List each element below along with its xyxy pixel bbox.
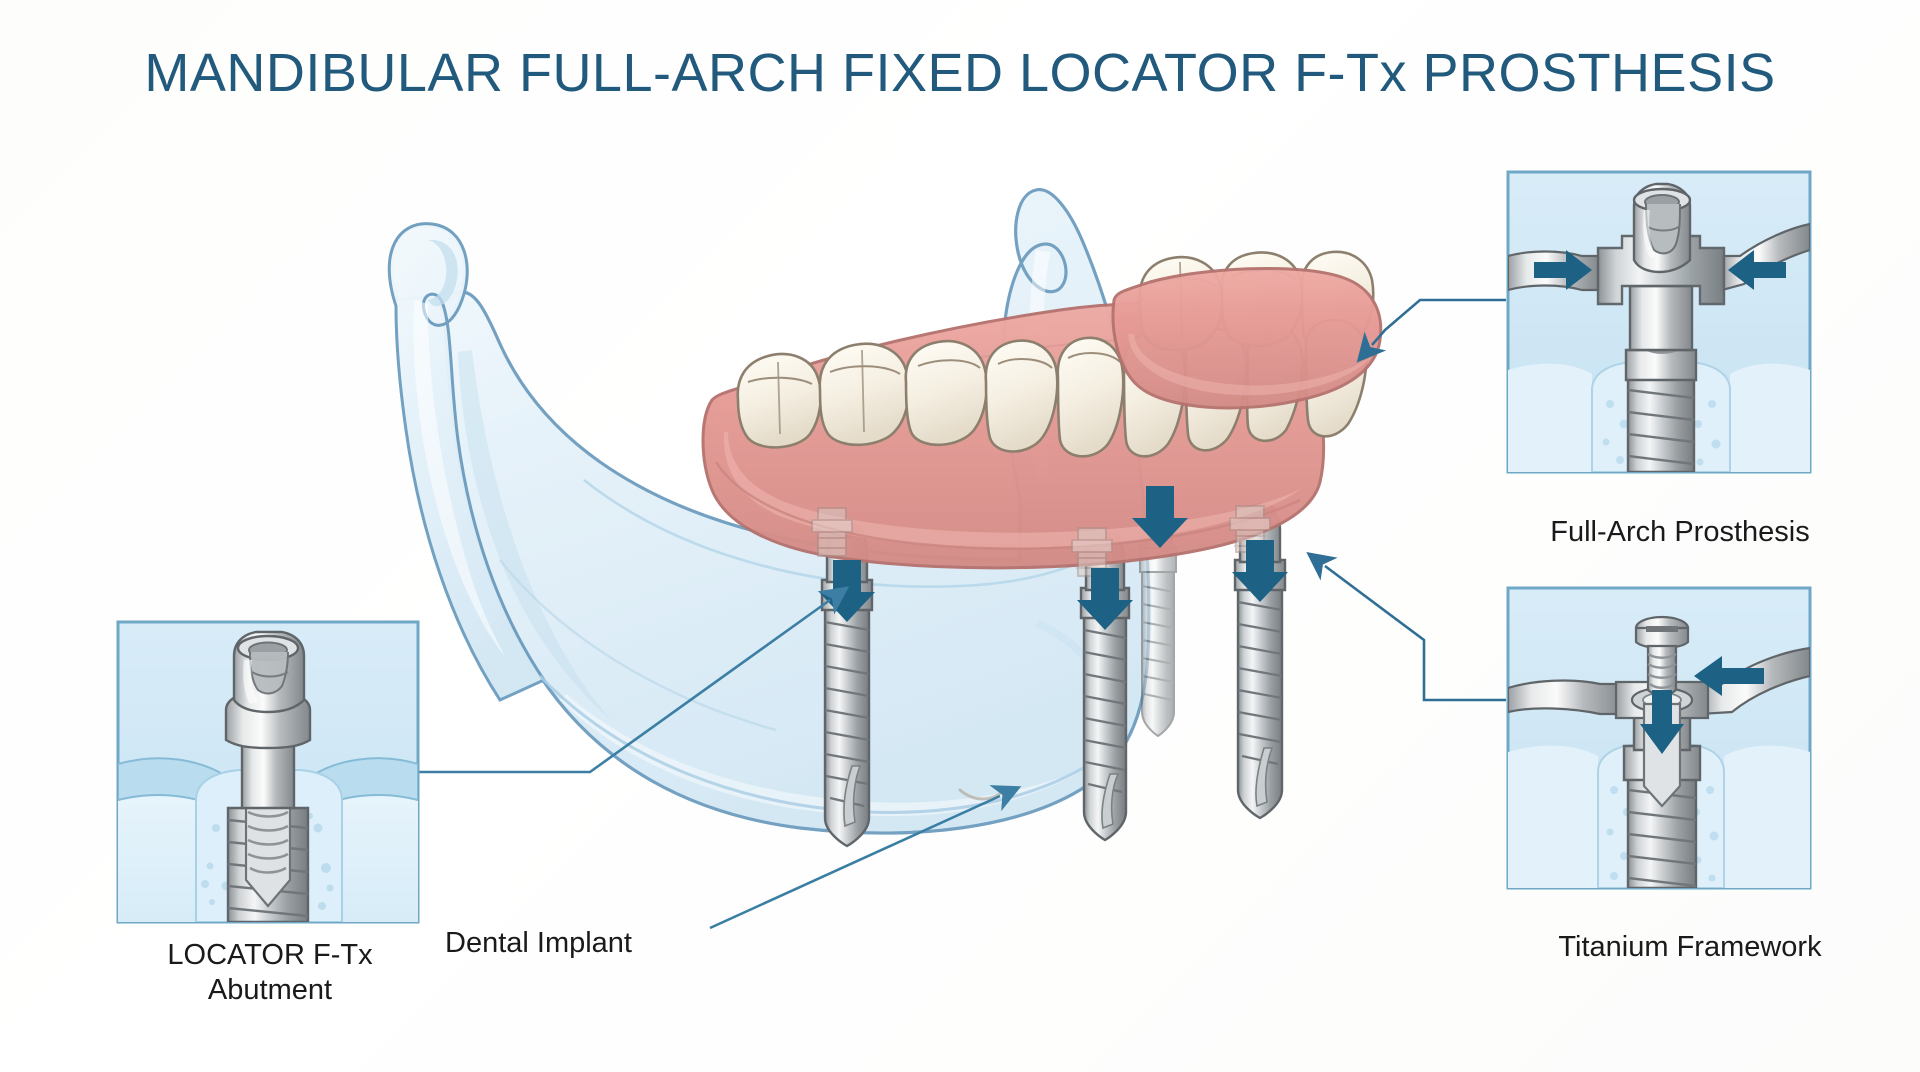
caption-locator-abutment: LOCATOR F-Tx Abutment [167,939,373,1007]
tooth-premolar-2 [984,339,1059,453]
leader-titanium-framework [1306,551,1506,702]
prosthesis-connection-sockets [811,505,1271,577]
seating-arrow-4 [1132,486,1188,548]
bone-crest-ridge [583,478,1101,588]
tooth-canine [1056,336,1125,458]
screw-insertion-arrow [1640,690,1684,754]
inset-full-arch-prosthesis [1506,170,1812,474]
tooth-premolar-1 [904,339,989,447]
seating-arrow-2 [1077,568,1133,630]
bone-curve-line-2 [499,559,777,732]
leader-lines-group [418,298,1506,930]
page-title: MANDIBULAR FULL-ARCH FIXED LOCATOR F-Tx … [144,43,1776,103]
prosthetic-screw [1634,615,1690,702]
screw-pointer-arrow [1694,656,1764,696]
bone-ramus-inner-shade [458,350,612,720]
inset-locator-abutment [116,620,420,924]
leader-locator-abutment [418,586,850,774]
caption-dental-implant: Dental Implant [445,927,632,959]
distal-gingiva-highlight [1128,334,1372,396]
leader-dental-implant [709,785,1022,930]
inset-titanium-framework [1506,586,1812,890]
condyle-notch-shade [428,239,458,307]
bone-highlight-1 [413,300,506,658]
seating-arrow-3 [1232,540,1288,602]
inset-b-arrows [1534,250,1786,290]
snap-arrow-left [1728,250,1786,290]
leader-full-arch-prosthesis [1356,298,1506,363]
gingiva-contour-1 [714,461,1301,550]
framework-bar-left-c [1508,679,1626,716]
caption-full-arch-prosthesis: Full-Arch Prosthesis [1550,516,1810,548]
caption-titanium-framework: Titanium Framework [1558,931,1822,963]
snap-arrow-right [1534,250,1592,290]
